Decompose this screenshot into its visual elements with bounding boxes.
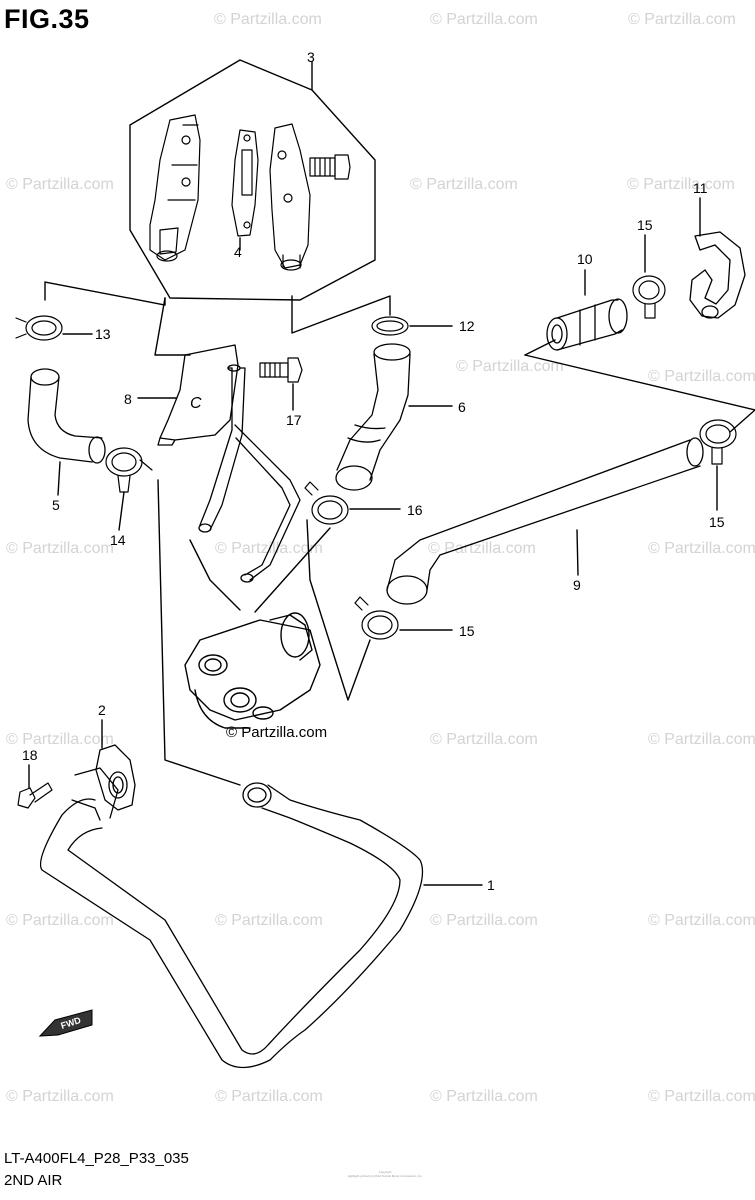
watermark: © Partzilla.com — [627, 176, 735, 193]
watermark: © Partzilla.com — [430, 11, 538, 28]
assembly-outline — [129, 59, 376, 301]
callout-17: 17 — [286, 412, 302, 428]
watermark: © Partzilla.com — [628, 11, 736, 28]
watermark: © Partzilla.com — [215, 1088, 323, 1105]
hose-9 — [386, 437, 704, 605]
leader-line — [524, 339, 556, 356]
callout-16: 16 — [407, 502, 423, 518]
watermark: © Partzilla.com — [214, 11, 322, 28]
callout-15-lower: 15 — [459, 623, 475, 639]
watermark: © Partzilla.com — [648, 540, 755, 557]
callout-4: 4 — [234, 244, 242, 260]
bolt-17 — [259, 357, 303, 383]
watermark: © Partzilla.com — [215, 540, 323, 557]
leader-line — [254, 527, 331, 613]
reed-valve — [231, 129, 259, 237]
leader-line — [157, 479, 241, 786]
callout-6: 6 — [458, 399, 466, 415]
callout-18: 18 — [22, 747, 38, 763]
hose-clip-15-right — [699, 419, 737, 465]
watermark: © Partzilla.com — [428, 540, 536, 557]
watermark: © Partzilla.com — [456, 358, 564, 375]
watermark: © Partzilla.com — [6, 912, 114, 929]
reed-valve-cover — [149, 114, 201, 262]
watermark: © Partzilla.com — [648, 1088, 755, 1105]
hose-clip-16 — [304, 481, 349, 525]
callout-8: 8 — [124, 391, 132, 407]
watermark: © Partzilla.com — [6, 540, 114, 557]
hose-clip-13 — [15, 315, 63, 341]
leader-line — [306, 519, 371, 701]
fwd-arrow: FWD — [38, 1009, 93, 1037]
leader-line — [291, 295, 391, 334]
watermark: © Partzilla.com — [648, 731, 755, 748]
section-title: 2ND AIR — [4, 1172, 63, 1189]
callout-9: 9 — [573, 577, 581, 593]
hose-clip-12 — [371, 316, 409, 336]
watermark: © Partzilla.com — [6, 1088, 114, 1105]
hose-clip-15-lower — [354, 596, 399, 640]
hose-11 — [689, 231, 746, 319]
fine-print-line-1: Copyright — [378, 1170, 392, 1174]
hose-5 — [27, 368, 106, 464]
watermark: © Partzilla.com — [430, 912, 538, 929]
watermark: © Partzilla.com — [430, 731, 538, 748]
leader-line — [154, 297, 191, 356]
svg-text:C: C — [190, 395, 202, 412]
hose-clip-15-upper — [632, 275, 666, 319]
bolt — [309, 154, 351, 180]
pipe-10 — [546, 298, 628, 351]
callout-2: 2 — [98, 702, 106, 718]
figure-title: FIG.35 — [4, 4, 90, 34]
fine-print: Copyright Highlight printed (c) 2014 Suz… — [330, 1170, 440, 1178]
leader-line — [524, 354, 755, 433]
air-pipe — [198, 364, 301, 583]
reed-valve-case — [269, 123, 311, 271]
watermark: © Partzilla.com — [648, 912, 755, 929]
leader-line — [44, 281, 166, 306]
air-pipe-1 — [39, 767, 424, 1069]
callout-13: 13 — [95, 326, 111, 342]
gasket-2 — [95, 744, 136, 811]
air-control-valve — [184, 612, 321, 729]
leader-line — [189, 539, 241, 611]
callout-10: 10 — [577, 251, 593, 267]
callout-15-upper: 15 — [637, 217, 653, 233]
bolt-18 — [17, 782, 53, 809]
watermark: © Partzilla.com — [6, 731, 114, 748]
bracket-8: C — [157, 344, 239, 446]
callout-12: 12 — [459, 318, 475, 334]
callout-15-right: 15 — [709, 514, 725, 530]
callout-labels: 3 4 13 8 17 5 14 12 6 16 9 15 15 10 15 1… — [22, 49, 725, 893]
fine-print-line-2: Highlight printed (c) 2014 Suzuki Motor … — [347, 1174, 423, 1178]
callout-1: 1 — [487, 877, 495, 893]
watermark: © Partzilla.com — [648, 368, 755, 385]
watermark-center: © Partzilla.com — [226, 724, 328, 741]
leader-line — [576, 529, 579, 576]
watermark: © Partzilla.com — [430, 1088, 538, 1105]
leader-line — [118, 491, 125, 531]
hose-clip-14 — [105, 447, 153, 493]
model-code: LT-A400FL4_P28_P33_035 — [4, 1150, 189, 1167]
callout-11: 11 — [693, 180, 708, 196]
watermark: © Partzilla.com — [6, 176, 114, 193]
hose-6 — [335, 343, 411, 491]
watermark: © Partzilla.com — [215, 912, 323, 929]
callout-14: 14 — [110, 532, 126, 548]
leader-line — [57, 461, 61, 496]
watermark: © Partzilla.com — [410, 176, 518, 193]
callout-5: 5 — [52, 497, 60, 513]
callout-3: 3 — [307, 49, 315, 65]
